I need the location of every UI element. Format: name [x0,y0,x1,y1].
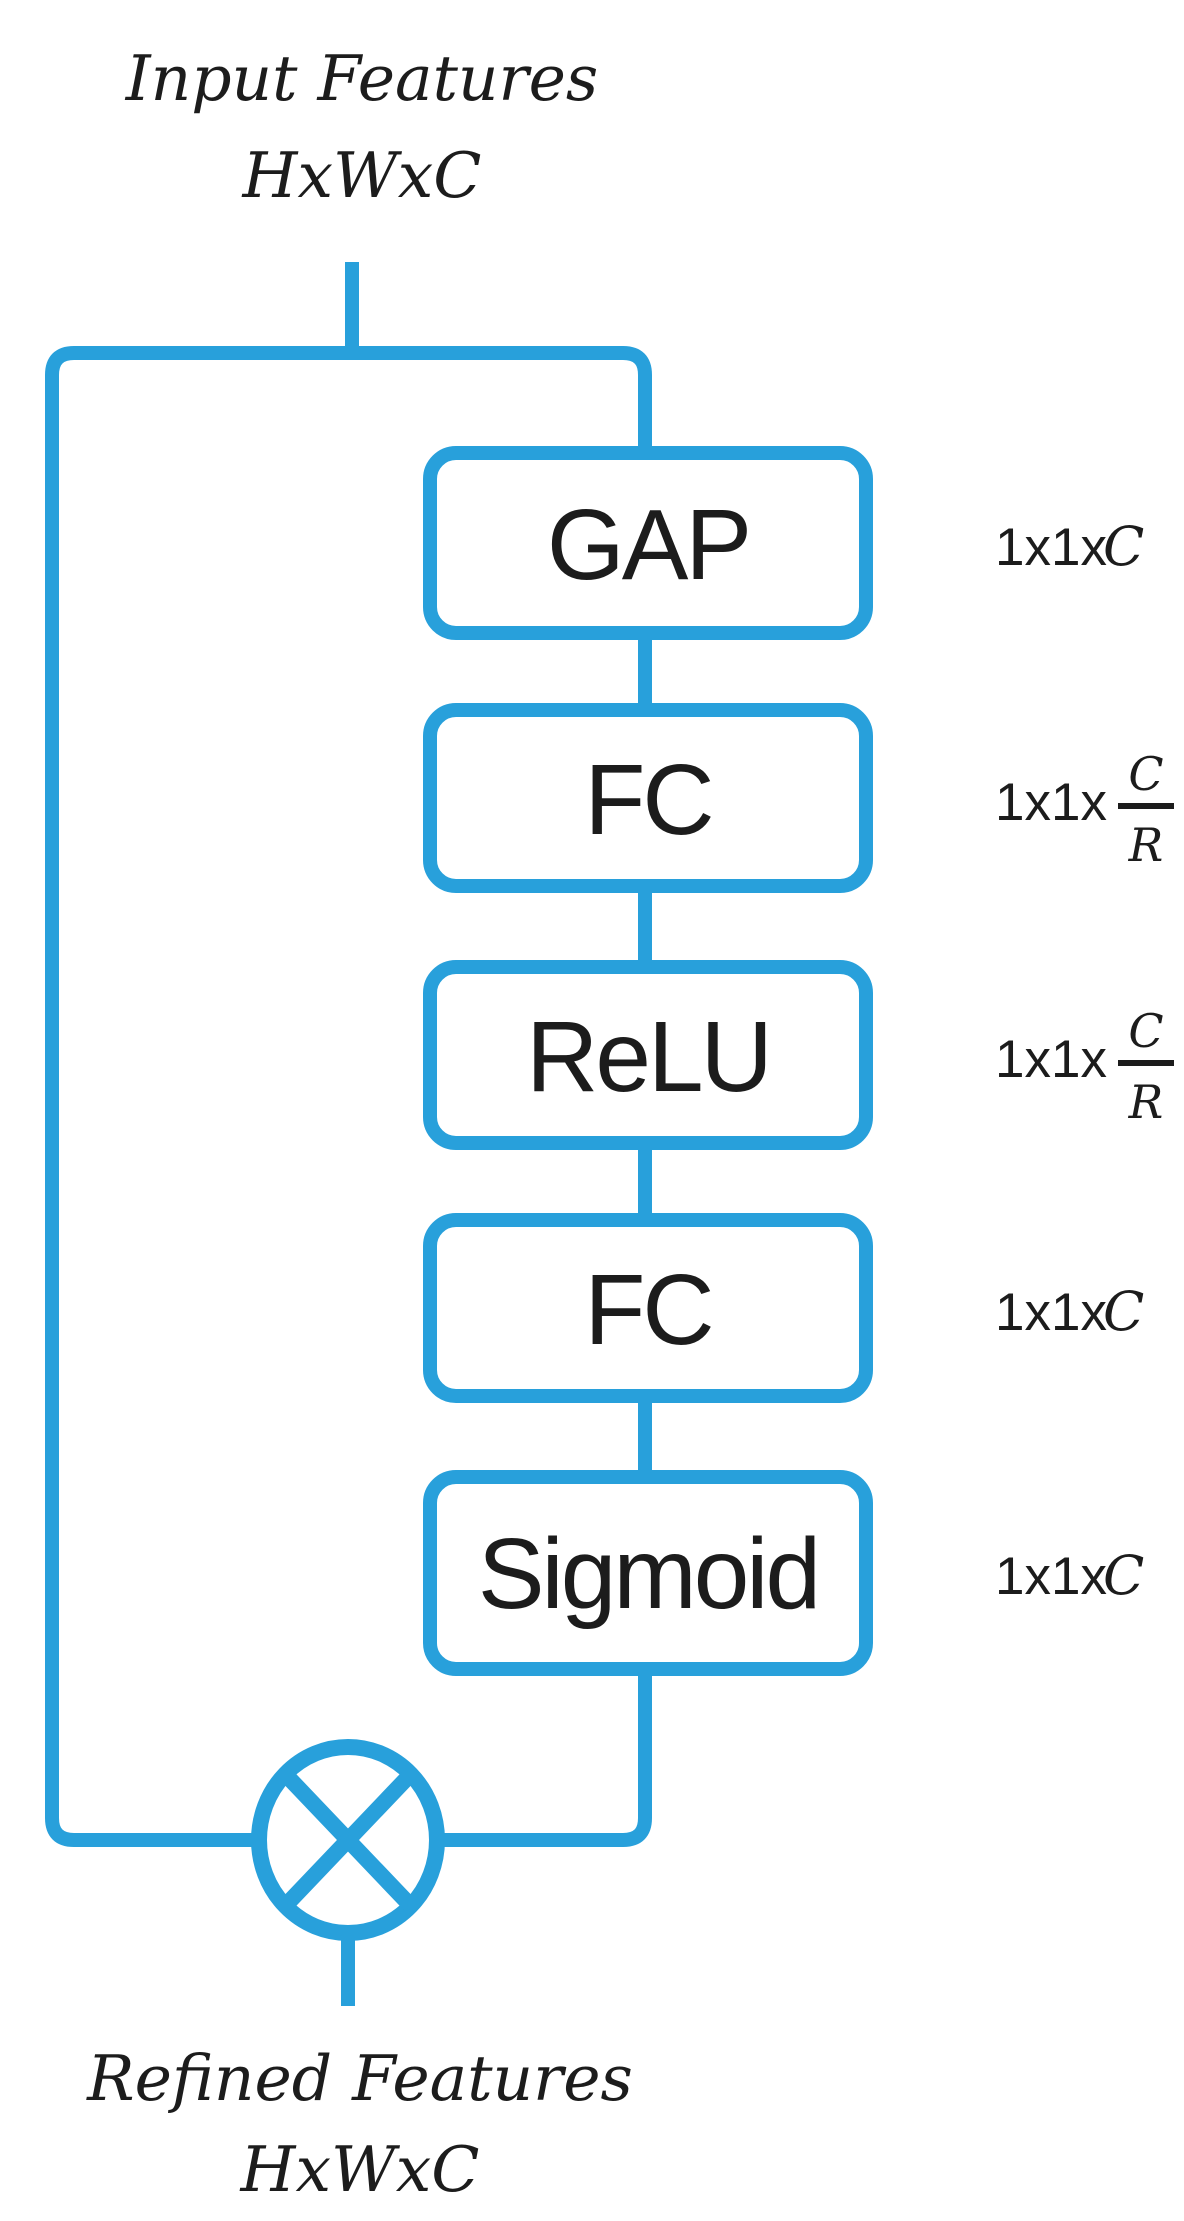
dim-label-gap: 1x1x C [995,515,1144,578]
skip-connection-line [45,346,652,1847]
fc2-box-label: FC [584,1254,711,1366]
dim-label-relu: 1x1x C R [995,1004,1174,1129]
dim-fc1-denominator: R [1128,818,1164,872]
fc1-box-label: FC [584,744,711,856]
connector-lines [45,262,652,2006]
dim-relu-prefix: 1x1x [995,1030,1107,1089]
fc2-box [423,1213,873,1403]
input-features-dims: HxWxC [242,139,482,212]
dim-sigmoid-value: C [1103,1544,1144,1607]
refined-features-dims: HxWxC [240,2133,480,2206]
relu-box-label: ReLU [526,1001,770,1113]
dim-fc2-prefix: 1x1x [995,1283,1107,1342]
dim-fc1-prefix: 1x1x [995,773,1107,832]
fc1-box [423,703,873,893]
block-boxes [423,446,873,1676]
relu-box [423,960,873,1150]
dim-gap-value: C [1103,515,1144,578]
input-features-title: Input Features [125,42,598,115]
gap-box-label: GAP [547,489,749,601]
dim-relu-denominator: R [1128,1075,1164,1129]
dim-fc1-numerator: C [1128,747,1163,801]
dim-gap-prefix: 1x1x [995,518,1107,577]
dim-fc2-value: C [1103,1280,1144,1343]
dim-label-fc1: 1x1x C R [995,747,1174,872]
dim-label-sigmoid: 1x1x C [995,1544,1144,1607]
refined-features-title: Refined Features [86,2042,633,2115]
multiply-cross-line-2 [279,1768,417,1912]
sigmoid-box-label: Sigmoid [478,1518,818,1630]
dim-label-fc2: 1x1x C [995,1280,1144,1343]
dim-sigmoid-prefix: 1x1x [995,1547,1107,1606]
multiply-icon [251,1739,445,1941]
sigmoid-multiply-connector [435,1668,652,1847]
sigmoid-box [423,1470,873,1676]
dim-relu-numerator: C [1128,1004,1163,1058]
gap-box [423,446,873,640]
